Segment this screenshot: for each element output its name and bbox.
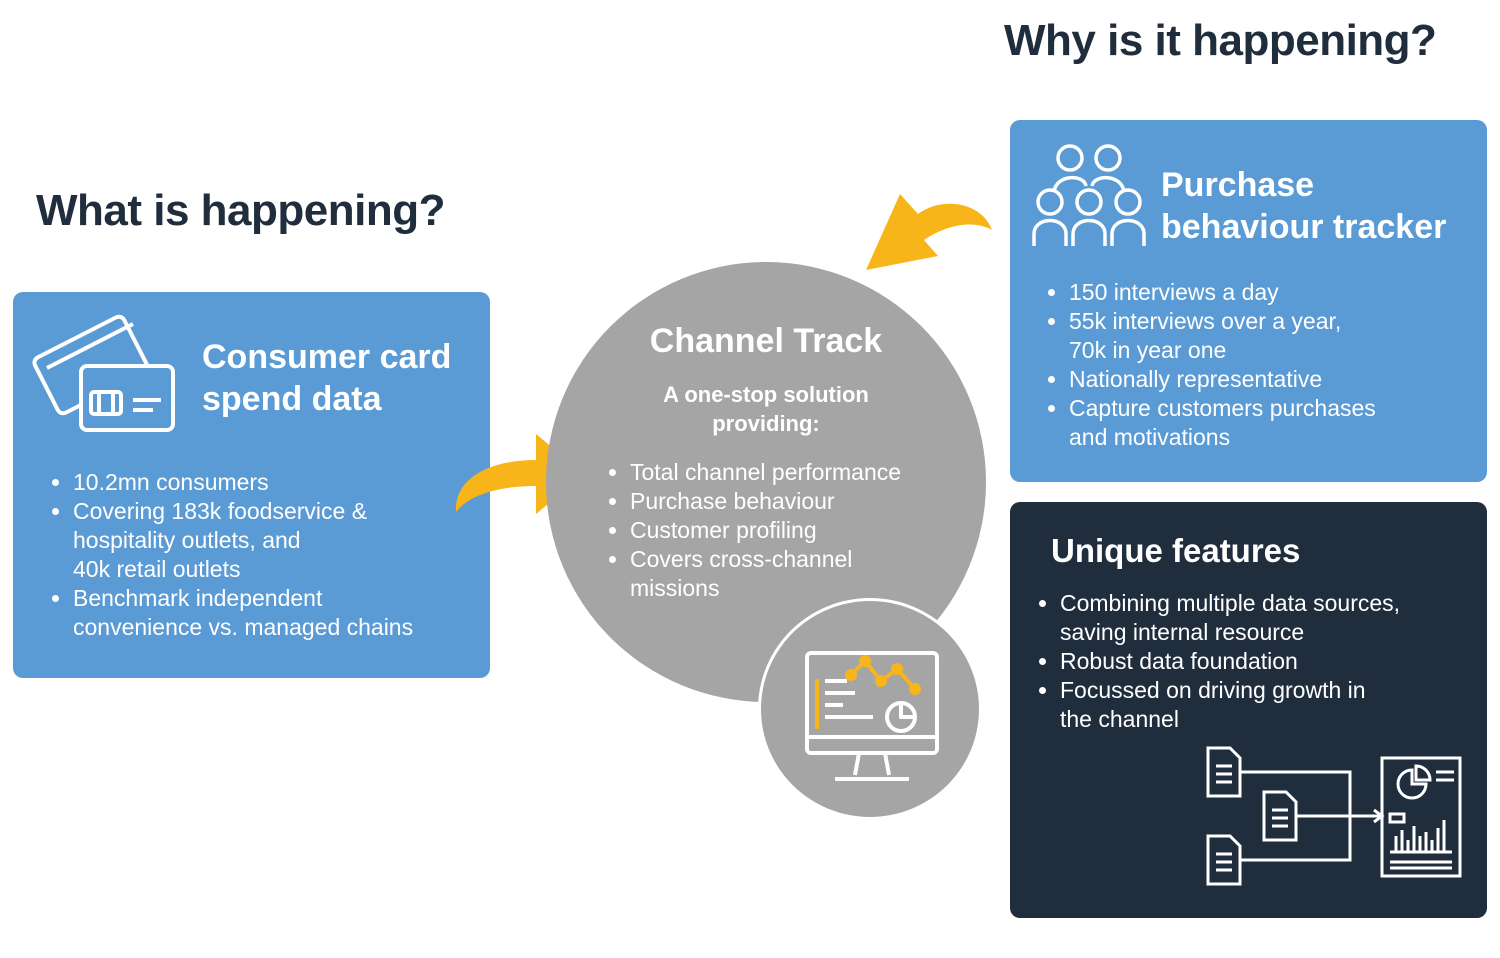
consumer-card-bullets: 10.2mn consumers Covering 183k foodservi…: [53, 468, 493, 642]
purchase-behaviour-tracker-panel: Purchase behaviour tracker 150 interview…: [1010, 120, 1487, 482]
monitor-circle: [758, 598, 982, 820]
list-item: 10.2mn consumers: [73, 468, 493, 497]
people-group-icon: [1032, 144, 1146, 246]
channel-track-bullets: Total channel performance Purchase behav…: [610, 458, 990, 603]
purchase-tracker-title-line-1: Purchase: [1161, 166, 1315, 204]
unique-features-bullets: Combining multiple data sources,saving i…: [1040, 589, 1490, 734]
purchase-tracker-bullets: 150 interviews a day 55k interviews over…: [1049, 278, 1489, 452]
list-item: Customer profiling: [630, 516, 990, 545]
channel-track-subtitle: A one-stop solution providing:: [663, 382, 869, 436]
purchase-tracker-title: Purchase behaviour tracker: [1161, 164, 1446, 248]
unique-features-panel: Unique features Combining multiple data …: [1010, 502, 1487, 918]
consumer-card-spend-panel: Consumer card spend data 10.2mn consumer…: [13, 292, 490, 678]
list-item: 55k interviews over a year,70k in year o…: [1069, 307, 1489, 365]
list-item: Combining multiple data sources,saving i…: [1060, 589, 1490, 647]
list-item: Covering 183k foodservice &hospitality o…: [73, 497, 493, 584]
arrow-left-down-icon: [866, 194, 992, 270]
what-is-happening-heading: What is happening?: [36, 186, 445, 235]
list-item: Robust data foundation: [1060, 647, 1490, 676]
list-item: Purchase behaviour: [630, 487, 990, 516]
consumer-card-title-line-2: spend data: [202, 380, 382, 418]
why-is-it-happening-heading: Why is it happening?: [1004, 16, 1437, 65]
documents-to-report-icon: [1206, 746, 1462, 886]
list-item: 150 interviews a day: [1069, 278, 1489, 307]
consumer-card-title: Consumer card spend data: [202, 336, 451, 420]
purchase-tracker-title-line-2: behaviour tracker: [1161, 208, 1447, 246]
list-item: Total channel performance: [630, 458, 990, 487]
credit-cards-icon: [32, 314, 175, 432]
monitor-dashboard-icon: [805, 651, 939, 781]
list-item: Nationally representative: [1069, 365, 1489, 394]
consumer-card-title-line-1: Consumer card: [202, 338, 452, 376]
unique-features-title: Unique features: [1051, 532, 1301, 569]
channel-track-title: Channel Track: [649, 322, 883, 360]
